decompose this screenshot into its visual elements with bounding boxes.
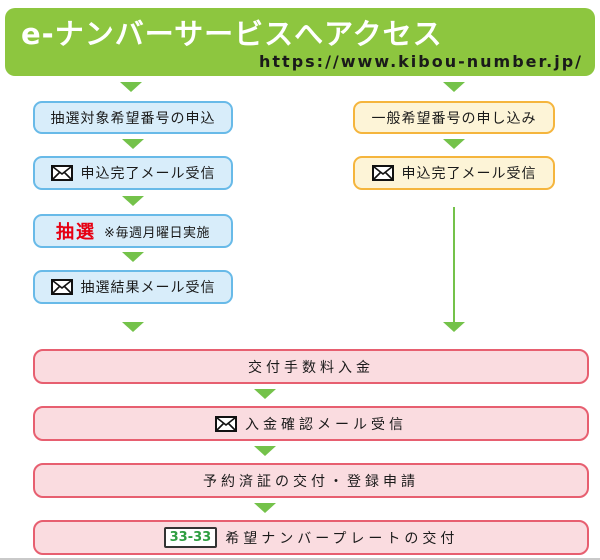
- license-plate-icon: 33-33: [163, 527, 218, 548]
- arrow-down-icon: [122, 252, 144, 262]
- arrow-down-icon: [122, 139, 144, 149]
- step-plate-issuance: 33-33 希望ナンバープレートの交付: [33, 520, 589, 555]
- arrow-down-icon: [120, 82, 142, 92]
- connector-line: [453, 207, 455, 323]
- arrow-down-icon: [254, 503, 276, 513]
- step-general-application-complete-mail: 申込完了メール受信: [353, 156, 555, 190]
- arrow-down-icon: [443, 82, 465, 92]
- step-label: 予約済証の交付・登録申請: [203, 473, 419, 490]
- step-lottery-result-mail: 抽選結果メール受信: [33, 270, 233, 304]
- arrow-down-icon: [443, 139, 465, 149]
- header-banner: e-ナンバーサービスへアクセス https://www.kibou-number…: [5, 8, 595, 76]
- step-label: 希望ナンバープレートの交付: [225, 530, 459, 547]
- step-label: 申込完了メール受信: [80, 166, 216, 182]
- step-label: 抽選結果メール受信: [80, 280, 216, 296]
- step-fee-payment: 交付手数料入金: [33, 349, 589, 384]
- step-reservation-certificate: 予約済証の交付・登録申請: [33, 463, 589, 498]
- mail-icon: [215, 415, 237, 432]
- step-lottery-application-complete-mail: 申込完了メール受信: [33, 156, 233, 190]
- arrow-down-icon: [443, 322, 465, 332]
- step-label: 交付手数料入金: [248, 359, 374, 376]
- mail-icon: [50, 165, 73, 181]
- step-label: 申込完了メール受信: [401, 166, 537, 182]
- mail-icon: [371, 165, 394, 181]
- lottery-emphasis: 抽選: [56, 222, 97, 243]
- service-url: https://www.kibou-number.jp/: [259, 52, 583, 71]
- step-general-application: 一般希望番号の申し込み: [353, 101, 555, 134]
- lottery-note: ※毎週月曜日実施: [104, 225, 210, 241]
- arrow-down-icon: [254, 446, 276, 456]
- arrow-down-icon: [254, 389, 276, 399]
- step-payment-confirmation-mail: 入金確認メール受信: [33, 406, 589, 441]
- page-title: e-ナンバーサービスへアクセス: [21, 17, 443, 51]
- step-label: 一般希望番号の申し込み: [371, 110, 537, 127]
- step-label: 抽選対象希望番号の申込: [50, 110, 216, 127]
- step-lottery-draw: 抽選 ※毎週月曜日実施: [33, 214, 233, 248]
- mail-icon: [50, 279, 73, 295]
- step-lottery-application: 抽選対象希望番号の申込: [33, 101, 233, 134]
- arrow-down-icon: [122, 196, 144, 206]
- step-label: 入金確認メール受信: [245, 416, 407, 433]
- arrow-down-icon: [122, 322, 144, 332]
